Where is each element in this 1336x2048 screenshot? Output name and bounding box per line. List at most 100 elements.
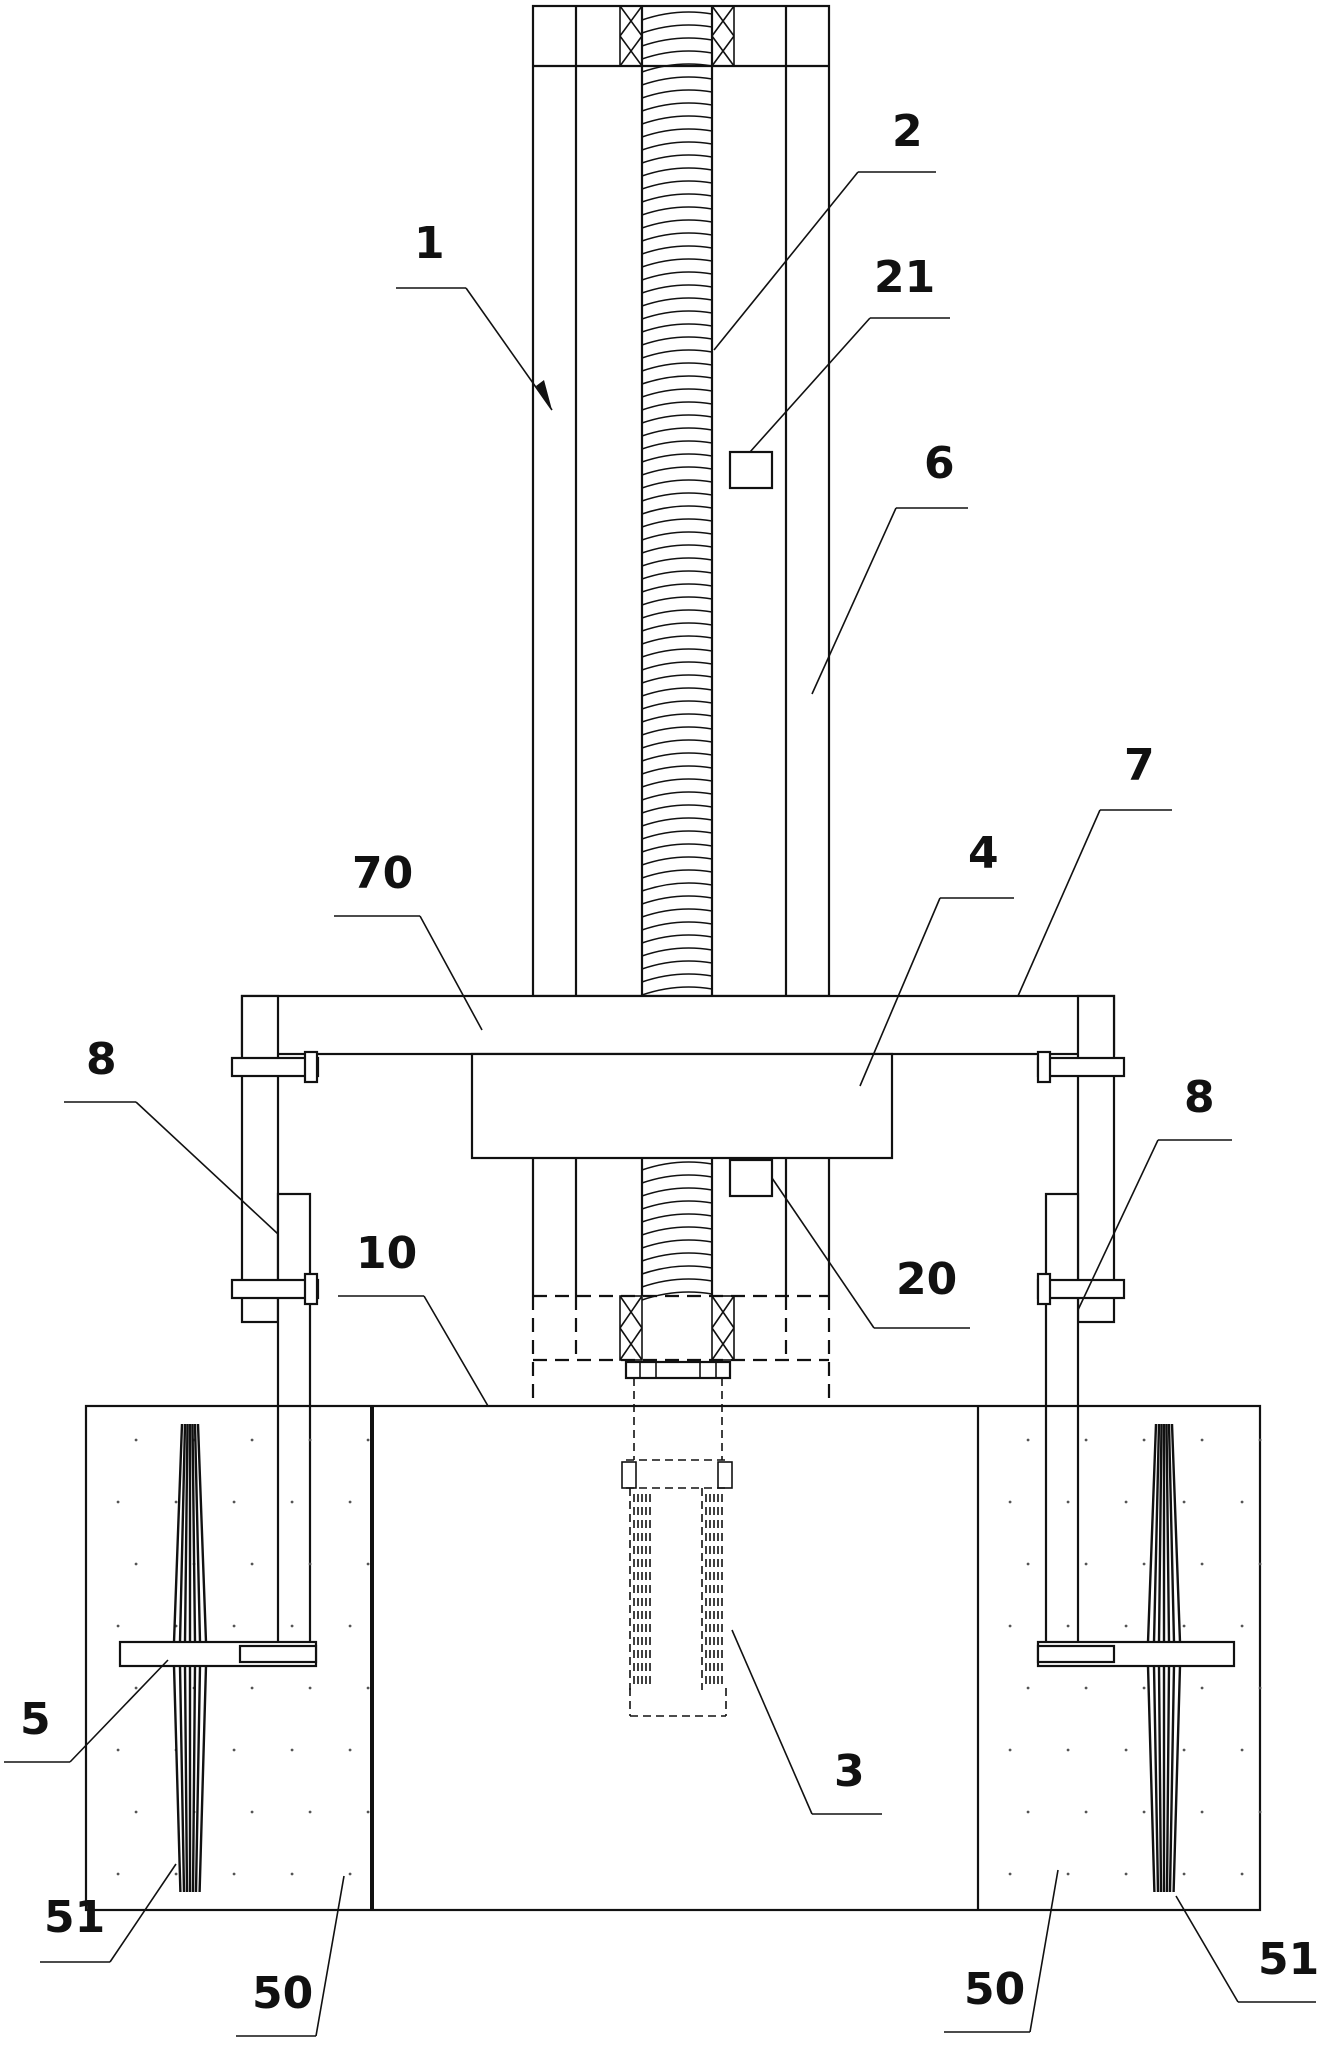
screw-thread: [641, 154, 713, 164]
nut-block: [470, 1052, 894, 1160]
screw-thread: [641, 1278, 713, 1288]
speckle-dot: [1142, 1686, 1146, 1690]
speckle-dot: [1026, 1438, 1030, 1442]
screw-thread: [641, 50, 713, 60]
screw-thread: [641, 24, 713, 34]
screw-thread: [641, 583, 713, 593]
screw-thread: [641, 245, 713, 255]
speckle-dot: [1182, 1624, 1186, 1628]
screw-thread: [641, 973, 713, 983]
speckle-dot: [366, 1562, 370, 1566]
speckle-dot: [290, 1624, 294, 1628]
screw-thread: [641, 1239, 713, 1249]
brush-fibre: [178, 1423, 187, 1893]
label-6: 6: [924, 438, 955, 489]
screw-thread: [641, 427, 713, 437]
speckle-dot: [134, 1686, 138, 1690]
screw-thread: [641, 752, 713, 762]
speckle-dot: [134, 1438, 138, 1442]
screw-thread: [641, 778, 713, 788]
screw-thread: [641, 336, 713, 346]
screw-thread: [641, 440, 713, 450]
speckle-dot: [1258, 1562, 1262, 1566]
left-rotary-brush: [118, 1423, 318, 1893]
screw-thread: [641, 648, 713, 658]
brush-fibre: [172, 1423, 184, 1893]
crossbeam: [240, 994, 1116, 1324]
brush-fibre: [1146, 1423, 1158, 1893]
speckle-dot: [232, 1624, 236, 1628]
speckle-dot: [308, 1686, 312, 1690]
speckle-dot: [1240, 1624, 1244, 1628]
screw-thread: [641, 323, 713, 333]
label-1: 1: [414, 218, 445, 269]
lower-bearing-housing: [531, 1294, 831, 1406]
label-51-right: 51: [1258, 1934, 1319, 1985]
screw-thread: [641, 284, 713, 294]
speckle-dot: [1182, 1500, 1186, 1504]
brush-fibre: [183, 1423, 189, 1893]
screw-thread: [641, 791, 713, 801]
speckle-dot: [116, 1748, 120, 1752]
screw-thread: [641, 1213, 713, 1223]
screw-thread: [641, 674, 713, 684]
screw-thread: [641, 531, 713, 541]
right-bracket: [1036, 1050, 1126, 1652]
screw-thread: [641, 89, 713, 99]
screw-thread: [641, 219, 713, 229]
screw-thread: [641, 63, 713, 73]
screw-thread: [641, 1265, 713, 1275]
screw-thread: [641, 882, 713, 892]
screw-thread: [641, 375, 713, 385]
top-bearing: [619, 5, 735, 67]
speckle-dot: [1008, 1748, 1012, 1752]
screw-thread: [641, 388, 713, 398]
speckle-dot: [1084, 1686, 1088, 1690]
lead-screw: [640, 6, 714, 1301]
label-70: 70: [352, 848, 413, 899]
speckle-dot: [250, 1438, 254, 1442]
speckle-dot: [1124, 1872, 1128, 1876]
speckle-dot: [348, 1748, 352, 1752]
screw-thread: [641, 128, 713, 138]
speckle-dot: [1200, 1810, 1204, 1814]
speckle-dot: [1240, 1500, 1244, 1504]
screw-thread: [641, 622, 713, 632]
speckle-dot: [1142, 1438, 1146, 1442]
speckle-dot: [232, 1500, 236, 1504]
screw-thread: [641, 557, 713, 567]
speckle-dot: [1200, 1562, 1204, 1566]
speckle-dot: [366, 1810, 370, 1814]
speckle-dot: [1182, 1748, 1186, 1752]
speckle-dot: [308, 1438, 312, 1442]
label-7: 7: [1124, 740, 1155, 791]
screw-thread: [641, 856, 713, 866]
screw-thread: [641, 466, 713, 476]
screw-thread: [641, 232, 713, 242]
screw-thread: [641, 271, 713, 281]
speckle-dot: [1008, 1500, 1012, 1504]
leader-lines: [4, 171, 1316, 2037]
screw-thread: [641, 869, 713, 879]
screw-thread: [641, 661, 713, 671]
screw-thread: [641, 518, 713, 528]
label-8-left: 8: [86, 1034, 117, 1085]
screw-thread: [641, 726, 713, 736]
base-box: [84, 1404, 1262, 1912]
screw-thread: [641, 453, 713, 463]
screw-thread: [641, 115, 713, 125]
label-2: 2: [892, 106, 923, 157]
speckle-dot: [250, 1810, 254, 1814]
screw-thread: [641, 362, 713, 372]
speckle-dot: [1084, 1562, 1088, 1566]
speckle-dot: [290, 1500, 294, 1504]
screw-thread: [641, 1200, 713, 1210]
speckle-dot: [1026, 1562, 1030, 1566]
label-10: 10: [356, 1228, 417, 1279]
speckle-dot: [1258, 1810, 1262, 1814]
brush-assembly: [621, 1378, 733, 1717]
screw-thread: [641, 193, 713, 203]
screw-thread: [641, 414, 713, 424]
speckle-dot: [134, 1562, 138, 1566]
screw-thread: [641, 76, 713, 86]
